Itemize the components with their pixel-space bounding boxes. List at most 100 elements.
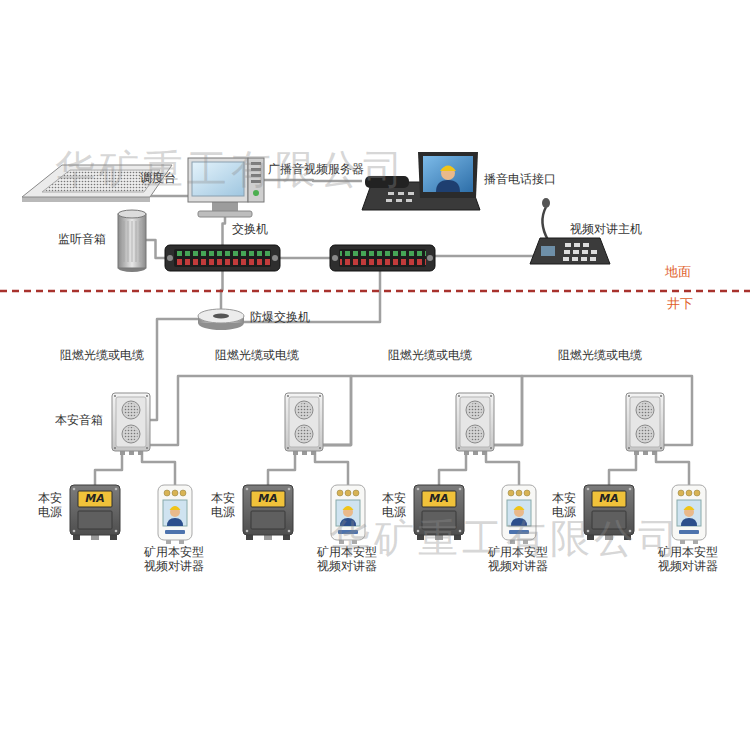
- speaker-box-art: [626, 393, 664, 455]
- power-supply-art: [70, 485, 120, 540]
- intercom-host-console: [572, 257, 578, 261]
- cable-line: [150, 319, 198, 420]
- dispatch-computer: [251, 168, 261, 171]
- device-label: 调度台: [140, 171, 176, 185]
- desk-phone: [388, 192, 394, 195]
- network-switch: [176, 245, 270, 271]
- network-switch: [165, 245, 280, 271]
- speaker-box: 本安音箱: [112, 393, 150, 451]
- intercom-host-console: [564, 250, 570, 254]
- cable-line: [95, 451, 122, 485]
- device-marking: MA: [251, 491, 285, 507]
- device-label: 本安 电源: [211, 491, 237, 519]
- network-switch: [332, 255, 338, 261]
- cable-wire: [439, 451, 466, 485]
- speaker-box-art: [112, 393, 150, 455]
- intercom-host-console: [581, 257, 587, 261]
- device-marking: MA: [78, 491, 112, 507]
- explosion-proof-switch-disk: [213, 314, 229, 319]
- cable-label: 阻燃光缆或电缆: [215, 348, 299, 362]
- device-label: 交换机: [232, 222, 268, 236]
- intercom-host-console: [574, 243, 580, 247]
- video-intercom: 矿用本安型 视频对讲器: [502, 485, 536, 540]
- cable-wire: [268, 451, 295, 485]
- video-intercom: 矿用本安型 视频对讲器: [672, 485, 706, 540]
- ceiling-speaker: [22, 197, 150, 202]
- dispatch-computer: [251, 180, 261, 183]
- desk-phone: [406, 199, 412, 202]
- intercom-host-console: [542, 198, 550, 208]
- cable-wire: [280, 257, 330, 260]
- power-supply-art: [584, 485, 634, 540]
- video-intercom-art: [331, 485, 365, 544]
- dispatch-computer: [253, 190, 259, 196]
- device-label: 视频对讲主机: [570, 222, 642, 236]
- ground-divider: [0, 290, 750, 293]
- cable-wire: [150, 195, 188, 198]
- dispatch-computer: [248, 158, 264, 202]
- desk-phone: [436, 180, 460, 192]
- device-marking: MA: [592, 491, 626, 507]
- intercom-host-console: [591, 250, 597, 254]
- monitor-speaker-cylinder: [118, 210, 146, 218]
- dispatch-computer: [192, 162, 244, 196]
- speaker-box-art: [285, 393, 323, 455]
- dispatch-computer: [198, 211, 252, 217]
- explosion-proof-switch-disk: [198, 309, 244, 330]
- device-label: 本安音箱: [55, 413, 103, 427]
- explosion-proof-switch-disk: [198, 309, 244, 323]
- desk-phone: [440, 166, 456, 172]
- desk-phone: [386, 199, 392, 202]
- intercom-host-console: [590, 257, 596, 261]
- device-label: 防爆交换机: [250, 310, 310, 324]
- zone-label: 井下: [667, 297, 693, 311]
- intercom-host-console: [541, 246, 555, 256]
- cable-wire: [656, 451, 689, 485]
- cable-line: [146, 240, 165, 258]
- monitor-speaker-cylinder: [118, 210, 146, 272]
- power-supply-art: [243, 485, 293, 540]
- device-label: 矿用本安型 视频对讲器: [317, 545, 379, 573]
- desk-phone: [408, 192, 414, 195]
- dispatch-computer: [251, 174, 261, 177]
- device-label: 矿用本安型 视频对讲器: [488, 545, 550, 573]
- network-switch: [272, 255, 278, 261]
- network-switch: [167, 255, 173, 261]
- intercom-host-console: [542, 207, 548, 240]
- network-switch: [165, 245, 280, 271]
- dispatch-computer: [188, 158, 264, 217]
- intercom-host-console: [565, 243, 571, 247]
- network-switch: [330, 245, 435, 271]
- intercom-host-console: [563, 257, 569, 261]
- cable-line: [142, 451, 175, 485]
- cable-label: 阻燃光缆或电缆: [60, 348, 144, 362]
- intercom-host-console: [583, 243, 589, 247]
- zone-label: 地面: [665, 265, 691, 279]
- cable-label: 阻燃光缆或电缆: [388, 348, 472, 362]
- cable-wire: [486, 451, 519, 485]
- cable-wire: [150, 196, 692, 485]
- desk-phone: [362, 152, 480, 210]
- device-label: 监听音箱: [58, 232, 106, 246]
- explosion-proof-switch: 防爆交换机: [198, 309, 244, 329]
- cable-wire: [609, 451, 636, 485]
- device-label: 广播音视频服务器: [268, 162, 364, 176]
- video-intercom: 矿用本安型 视频对讲器: [158, 485, 192, 540]
- desk-phone: [423, 156, 473, 192]
- intercom-host-console: [530, 238, 610, 264]
- video-intercom-art: [502, 485, 536, 544]
- desk-phone: [398, 192, 404, 195]
- dispatch-computer: [188, 158, 248, 202]
- monitor-speaker: 监听音箱: [118, 210, 146, 270]
- video-intercom-art: [158, 485, 192, 544]
- phone-interface: 播音电话接口: [362, 152, 480, 210]
- device-label: 矿用本安型 视频对讲器: [658, 545, 720, 573]
- cable-wire: [315, 451, 348, 485]
- desk-phone: [396, 199, 402, 202]
- desk-phone: [418, 152, 478, 198]
- device-label: 本安 电源: [552, 491, 578, 519]
- network-switch: [340, 245, 426, 271]
- cable-wire: [435, 255, 536, 258]
